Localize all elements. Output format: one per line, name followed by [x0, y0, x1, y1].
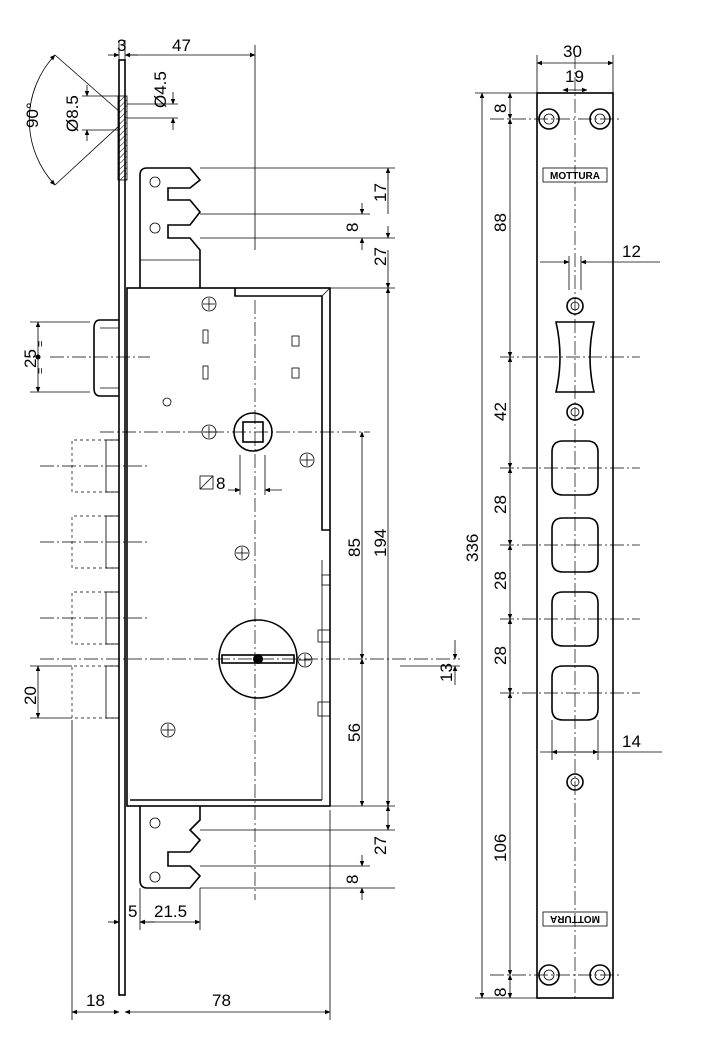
latch-eq-1: = — [35, 341, 47, 347]
dim-front-30: 30 — [563, 42, 582, 61]
dim-tab-27-top: 27 — [371, 247, 390, 266]
front-screw-bottom — [566, 773, 584, 791]
front-view: 30 19 MOTTURA 12 1 — [463, 42, 662, 1000]
case-screw-5 — [160, 722, 176, 738]
case-screw-1 — [201, 296, 217, 312]
dim-tab-8-bot: 8 — [343, 875, 362, 884]
top-strike-tab — [139, 167, 202, 288]
dim-front-88: 88 — [491, 213, 510, 232]
dim-cyl-56: 56 — [345, 723, 364, 742]
dim-front-28-c: 28 — [491, 646, 510, 665]
dim-dia-45: Ø4.5 — [151, 71, 170, 108]
lock-case — [126, 287, 331, 807]
side-view: 3 47 90° Ø8.5 Ø4.5 17 8 — [21, 36, 460, 1020]
dim-tab-27-bot: 27 — [371, 836, 390, 855]
case-screw-6 — [297, 652, 313, 668]
deadbolt-2 — [40, 515, 150, 569]
dim-front-28-a: 28 — [491, 495, 510, 514]
dim-front-336: 336 — [463, 534, 482, 562]
brand-top: MOTTURA — [550, 171, 600, 182]
faceplate — [118, 59, 126, 996]
case-screw-4 — [234, 545, 250, 561]
front-screw-mid — [566, 403, 584, 421]
dim-front-19: 19 — [565, 67, 584, 86]
dim-top-47: 47 — [172, 36, 191, 55]
dim-front-12: 12 — [622, 242, 641, 261]
dim-bot-215: 21.5 — [154, 902, 187, 921]
dim-bot-5: 5 — [128, 902, 137, 921]
dim-body-194: 194 — [371, 529, 390, 557]
dim-square-8: 8 — [216, 474, 225, 493]
dim-tab-17: 17 — [371, 183, 390, 202]
brand-plate-top — [542, 167, 608, 183]
dim-bot-78: 78 — [212, 991, 231, 1010]
dim-spindle-85: 85 — [345, 538, 364, 557]
dim-latch-25: 25 — [21, 349, 40, 368]
deadbolt-4 — [71, 665, 120, 719]
dim-front-14: 14 — [622, 732, 641, 751]
latch-eq-2: = — [35, 368, 47, 374]
case-screw-3 — [299, 452, 315, 468]
latch-window — [554, 321, 596, 393]
dim-top-3: 3 — [117, 36, 126, 55]
dim-front-28-b: 28 — [491, 571, 510, 590]
brand-bottom: MOTTURA — [550, 913, 600, 924]
latch-bolt — [93, 319, 119, 397]
dim-front-8-top: 8 — [491, 104, 510, 113]
dim-dia-85: Ø8.5 — [63, 95, 82, 132]
deadbolt-3 — [40, 591, 150, 645]
dim-front-8-bot: 8 — [491, 988, 510, 997]
bolt-window-3 — [551, 591, 599, 647]
bolt-window-4 — [551, 665, 599, 721]
faceplate-hatched-section — [117, 95, 128, 181]
bolt-window-2 — [551, 517, 599, 573]
dim-tab-8-top: 8 — [343, 223, 362, 232]
front-screw-top — [566, 297, 584, 315]
bolt-window-1 — [551, 440, 599, 496]
deadbolt-1 — [40, 439, 150, 493]
dim-offset-13: 13 — [437, 663, 456, 682]
dim-front-106: 106 — [491, 834, 510, 862]
dim-front-42: 42 — [491, 402, 510, 421]
dim-bot-18: 18 — [86, 991, 105, 1010]
bottom-strike-tab — [139, 806, 202, 889]
dim-bolt-20: 20 — [21, 686, 40, 705]
brand-plate-bottom — [542, 911, 608, 927]
dim-angle-90: 90° — [23, 102, 42, 128]
